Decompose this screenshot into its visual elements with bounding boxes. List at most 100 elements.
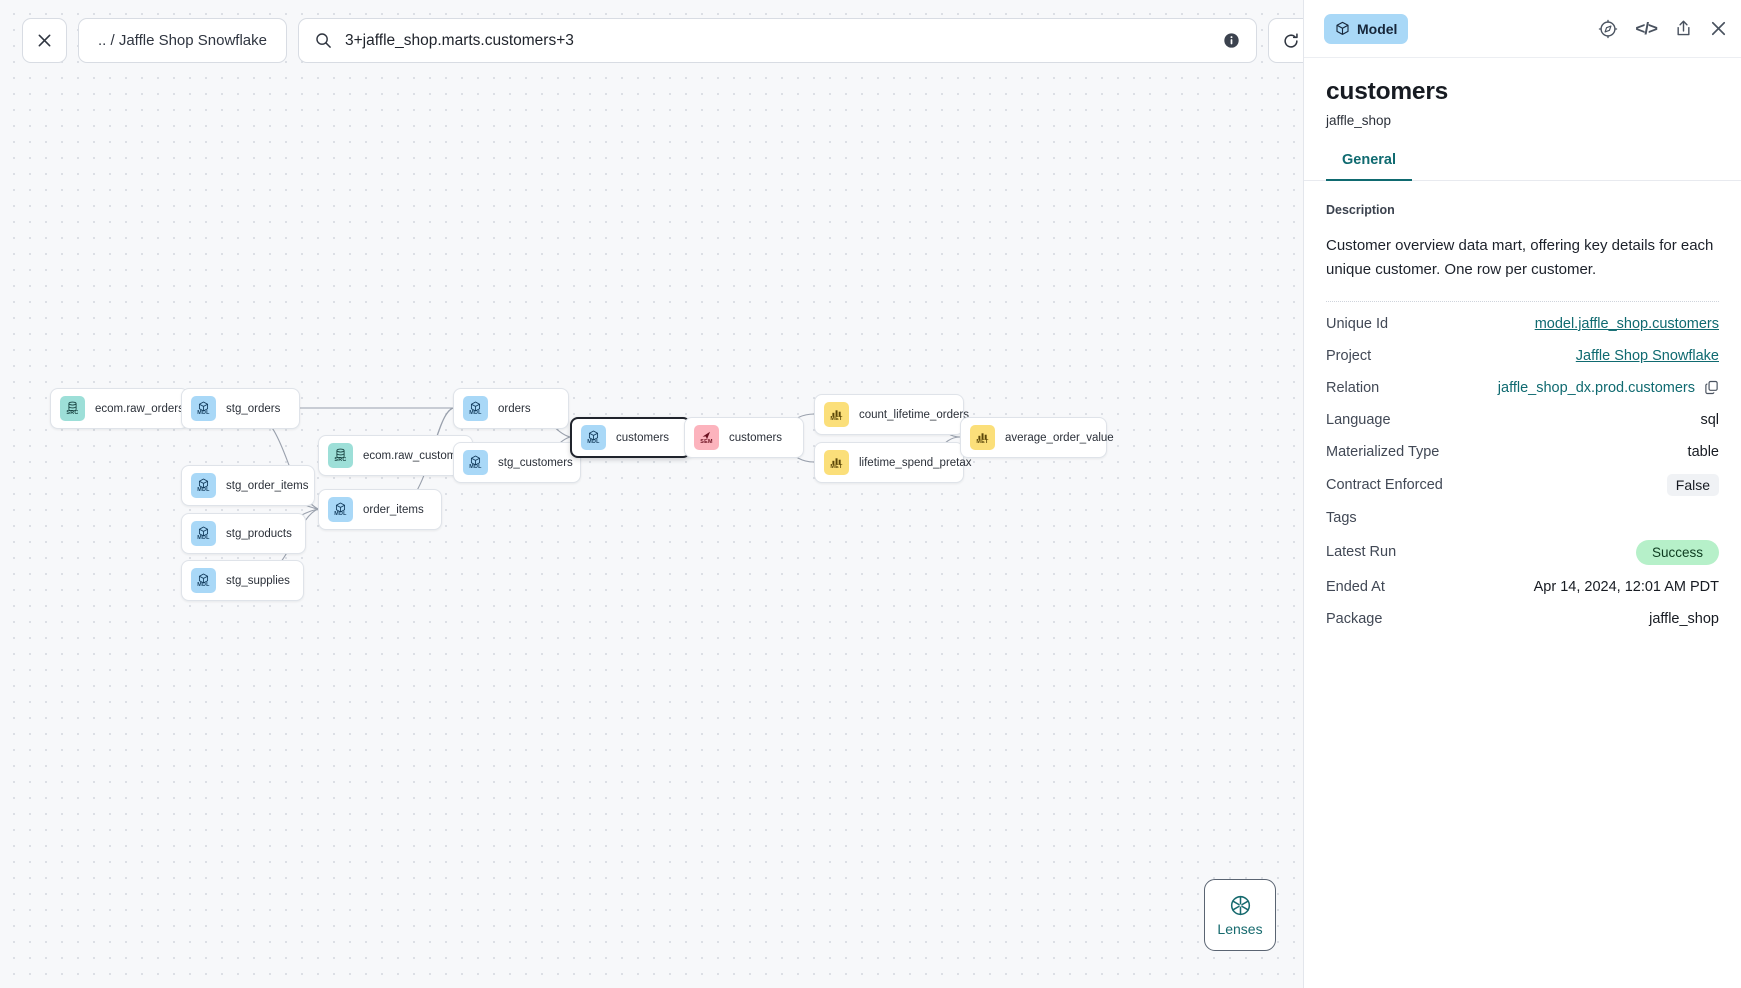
compass-icon[interactable] <box>1598 19 1618 39</box>
breadcrumb[interactable]: .. / Jaffle Shop Snowflake <box>78 18 287 63</box>
panel-action-icons: </> <box>1598 19 1727 39</box>
lineage-node-order-items[interactable]: MDL order_items <box>318 489 442 530</box>
field-value: Success <box>1635 539 1719 565</box>
field-row-unique-id: Unique Id model.jaffle_shop.customers <box>1326 302 1719 334</box>
field-row-materialized-type: Materialized Type table <box>1326 430 1719 462</box>
description-text: Customer overview data mart, offering ke… <box>1326 234 1719 302</box>
lineage-node-label: stg_customers <box>498 456 573 469</box>
field-row-relation: Relation jaffle_shop_dx.prod.customers <box>1326 366 1719 398</box>
mdl-badge-icon: MDL <box>191 396 216 421</box>
lineage-node-stg-products[interactable]: MDL stg_products <box>181 513 306 554</box>
field-value[interactable]: Jaffle Shop Snowflake <box>1575 347 1719 364</box>
src-badge-icon: SRC <box>328 443 353 468</box>
share-icon[interactable] <box>1674 19 1693 38</box>
code-icon[interactable]: </> <box>1635 18 1658 38</box>
field-value[interactable]: jaffle_shop_dx.prod.customers <box>1498 380 1719 396</box>
field-key: Unique Id <box>1326 315 1389 332</box>
mdl-badge-icon: MDL <box>191 521 216 546</box>
field-value: table <box>1687 443 1719 460</box>
lineage-node-label: customers <box>729 431 783 444</box>
field-row-contract-enforced: Contract Enforced False <box>1326 462 1719 496</box>
mdl-badge-icon: MDL <box>463 450 488 475</box>
node-type-chip[interactable]: Model <box>1324 13 1409 44</box>
lineage-node-label: stg_supplies <box>226 574 290 587</box>
panel-body: Description Customer overview data mart,… <box>1304 181 1741 988</box>
panel-toolbar: Model </> <box>1304 0 1741 58</box>
lineage-node-label: stg_order_items <box>226 479 309 492</box>
info-icon[interactable] <box>1223 32 1240 49</box>
lineage-search[interactable] <box>298 18 1257 63</box>
field-value: False <box>1666 473 1719 496</box>
lineage-node-label: order_items <box>363 503 424 516</box>
field-key: Language <box>1326 411 1391 428</box>
lineage-node-customers[interactable]: SEM customers <box>684 417 804 458</box>
field-value: sql <box>1700 411 1719 428</box>
close-icon <box>38 34 51 47</box>
refresh-icon <box>1283 32 1298 48</box>
canvas-toolbar: .. / Jaffle Shop Snowflake <box>22 18 1303 63</box>
lineage-node-label: customers <box>616 431 670 444</box>
field-key: Latest Run <box>1326 544 1397 561</box>
lineage-node-stg-order-items[interactable]: MDL stg_order_items <box>181 465 315 506</box>
lineage-node-average-order-value[interactable]: MET average_order_value <box>960 417 1114 458</box>
field-key: Tags <box>1326 509 1357 526</box>
details-panel: Model </> <box>1303 0 1741 988</box>
lineage-node-lifetime-spend-pretax[interactable]: MET lifetime_spend_pretax <box>814 442 972 483</box>
field-value[interactable]: model.jaffle_shop.customers <box>1534 315 1719 332</box>
lineage-node-label: count_lifetime_orders <box>859 408 969 421</box>
lineage-node-label: ecom.raw_orders <box>95 402 184 415</box>
lineage-node-label: lifetime_spend_pretax <box>859 456 972 469</box>
lineage-node-label: stg_products <box>226 527 292 540</box>
field-row-latest-run: Latest Run Success <box>1326 528 1719 565</box>
aperture-icon <box>1230 895 1250 915</box>
refresh-button[interactable] <box>1268 18 1303 63</box>
field-key: Package <box>1326 610 1383 627</box>
field-row-ended-at: Ended At Apr 14, 2024, 12:01 AM PDT <box>1326 565 1719 597</box>
field-key: Ended At <box>1326 578 1385 595</box>
met-badge-icon: MET <box>970 425 995 450</box>
field-key: Relation <box>1326 379 1380 396</box>
mdl-badge-icon: MDL <box>328 497 353 522</box>
field-key: Contract Enforced <box>1326 476 1443 493</box>
panel-tabs: General <box>1304 152 1741 181</box>
field-row-tags: Tags <box>1326 496 1719 528</box>
page-title: customers <box>1326 78 1449 105</box>
field-row-language: Language sql <box>1326 398 1719 430</box>
lineage-node-stg-customers[interactable]: MDL stg_customers <box>453 442 581 483</box>
lineage-node-label: stg_orders <box>226 402 281 415</box>
met-badge-icon: MET <box>824 450 849 475</box>
breadcrumb-label: .. / Jaffle Shop Snowflake <box>98 32 267 49</box>
mdl-badge-icon: MDL <box>191 473 216 498</box>
lineage-canvas[interactable]: .. / Jaffle Shop Snowflake <box>0 0 1303 988</box>
sem-badge-icon: SEM <box>694 425 719 450</box>
field-key: Materialized Type <box>1326 443 1440 460</box>
close-icon[interactable] <box>1710 20 1727 37</box>
field-value: Apr 14, 2024, 12:01 AM PDT <box>1533 578 1719 595</box>
tab-general[interactable]: General <box>1326 152 1412 181</box>
lineage-node-label: average_order_value <box>1005 431 1114 444</box>
search-icon <box>316 33 331 48</box>
panel-header: customers jaffle_shop <box>1304 58 1741 128</box>
lineage-node-stg-orders[interactable]: MDL stg_orders <box>181 388 300 429</box>
lenses-label: Lenses <box>1217 920 1263 937</box>
description-label: Description <box>1326 203 1395 217</box>
close-lineage-button[interactable] <box>22 18 67 63</box>
copy-icon[interactable] <box>1704 380 1719 395</box>
lenses-button[interactable]: Lenses <box>1204 879 1276 951</box>
field-row-project: Project Jaffle Shop Snowflake <box>1326 334 1719 366</box>
search-input[interactable] <box>345 31 1210 50</box>
node-type-label: Model <box>1357 20 1398 37</box>
field-row-package: Package jaffle_shop <box>1326 597 1719 629</box>
cube-icon <box>1336 21 1349 35</box>
mdl-badge-icon: MDL <box>463 396 488 421</box>
field-key: Project <box>1326 347 1372 364</box>
panel-subtitle: jaffle_shop <box>1326 113 1392 128</box>
field-value: jaffle_shop <box>1649 610 1719 627</box>
